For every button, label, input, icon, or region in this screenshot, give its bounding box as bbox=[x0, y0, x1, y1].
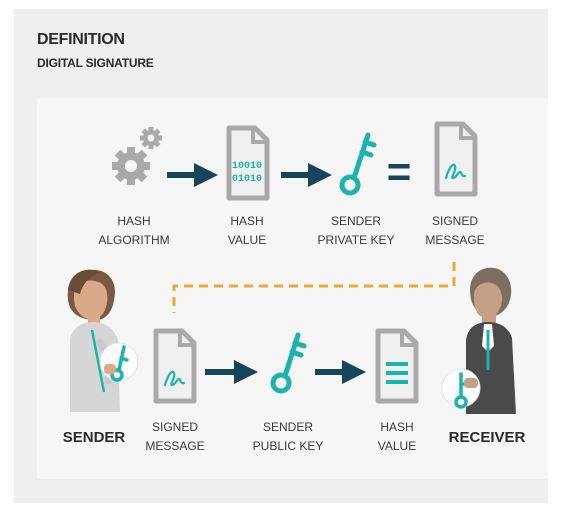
label-sender-private-key: SENDER PRIVATE KEY bbox=[317, 214, 395, 247]
label-hash-value: HASH VALUE bbox=[227, 214, 267, 247]
page-subtitle: DIGITAL SIGNATURE bbox=[37, 56, 154, 70]
sender-label: SENDER bbox=[62, 429, 126, 446]
label-signed-message-bottom: SIGNED MESSAGE bbox=[145, 420, 205, 453]
receiver-label: RECEIVER bbox=[448, 429, 526, 446]
label-signed-message-top: SIGNED MESSAGE bbox=[425, 214, 485, 247]
receiver-key-badge bbox=[441, 368, 481, 409]
key-icon bbox=[339, 132, 377, 196]
signed-document-icon-bottom bbox=[153, 328, 197, 404]
label-hash-value-bottom: HASH VALUE bbox=[377, 420, 417, 453]
binary-document-icon: 10010 01010 bbox=[226, 125, 270, 201]
dashed-connector bbox=[172, 262, 456, 313]
label-hash-algorithm: HASH ALGORITHM bbox=[98, 214, 170, 247]
binary-text-1: 10010 bbox=[232, 161, 262, 172]
label-sender-public-key: SENDER PUBLIC KEY bbox=[252, 420, 324, 453]
sender-avatar bbox=[67, 269, 120, 412]
sender-key-badge bbox=[99, 342, 139, 382]
gears-icon bbox=[112, 127, 162, 185]
page-title: DEFINITION bbox=[37, 31, 125, 48]
lined-document-icon bbox=[375, 328, 419, 404]
signed-document-icon bbox=[434, 121, 478, 197]
binary-text-2: 01010 bbox=[232, 174, 262, 185]
public-key-icon bbox=[270, 332, 307, 394]
equals-operator: = bbox=[387, 148, 412, 195]
